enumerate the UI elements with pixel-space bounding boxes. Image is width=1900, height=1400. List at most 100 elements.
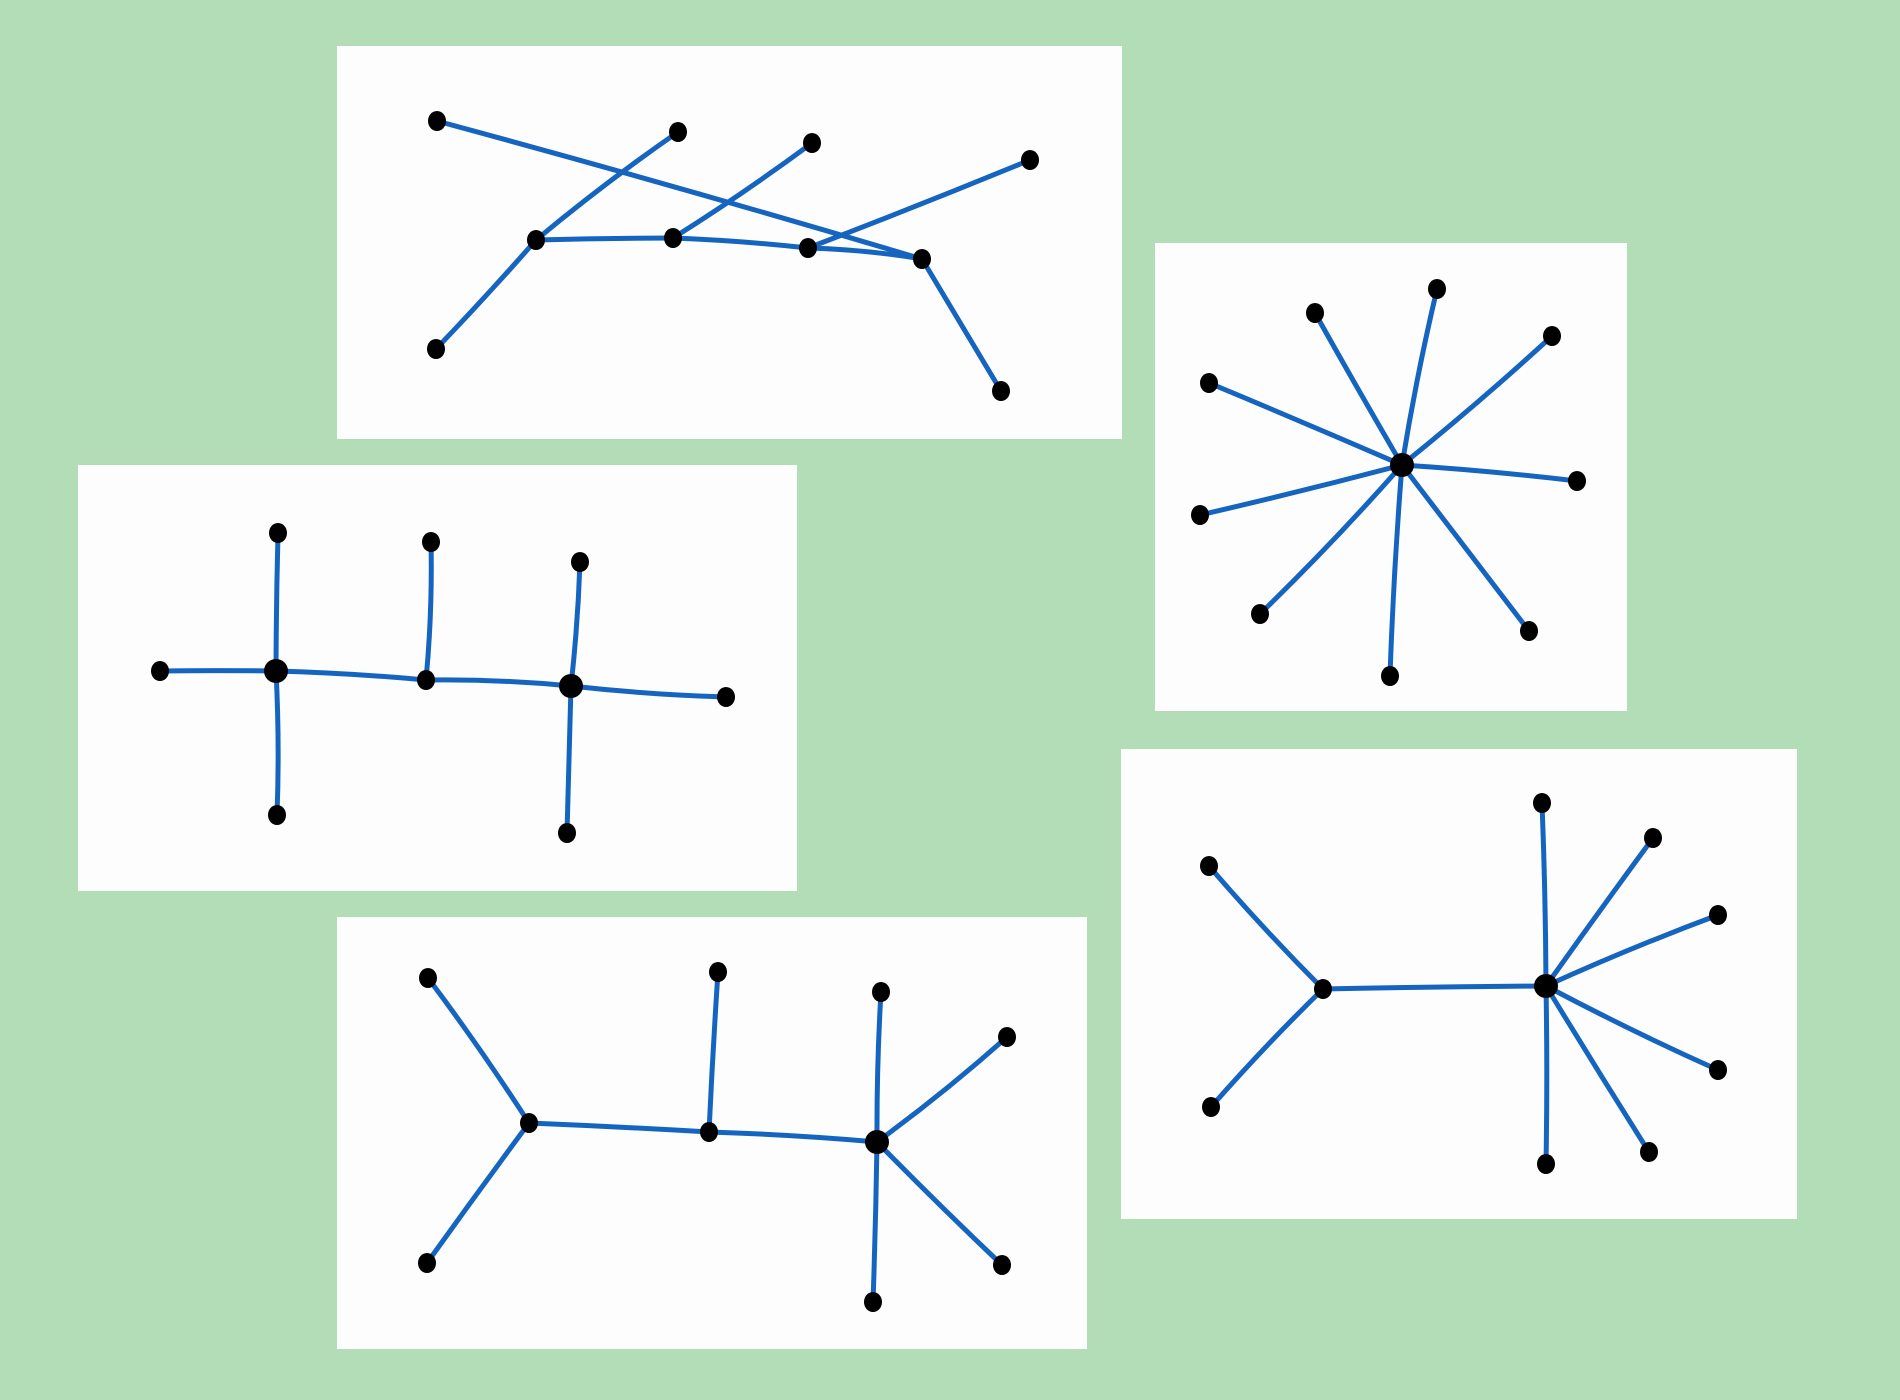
edge-0-3 (425, 975, 532, 1126)
edge-0-1 (526, 1120, 712, 1135)
edge-1-5 (273, 530, 281, 674)
graph-card-broom (1121, 749, 1797, 1219)
edge-2-7 (423, 539, 434, 683)
vertex-8 (571, 552, 589, 572)
graph-broom (1200, 793, 1727, 1174)
vertex-0 (520, 1113, 538, 1133)
edge-2-7 (874, 1034, 1010, 1145)
vertex-8 (1021, 150, 1039, 170)
graph-double-comb (151, 523, 735, 843)
vertex-6 (1709, 905, 1727, 925)
graph-card-caterpillar-b (337, 917, 1087, 1349)
vertex-4 (717, 687, 735, 707)
edge-0-5 (1197, 462, 1405, 518)
vertex-5 (269, 523, 287, 543)
edge-0-1 (1320, 983, 1549, 992)
edge-1-5 (1543, 835, 1656, 989)
vertex-0 (1390, 453, 1414, 477)
edge-1-2 (706, 1129, 880, 1145)
edge-3-9 (564, 683, 574, 836)
vertex-5 (427, 339, 445, 359)
edge-0-1 (1312, 310, 1405, 468)
vertex-6 (872, 982, 890, 1002)
vertex-7 (1709, 1060, 1727, 1080)
edge-1-7 (1543, 983, 1721, 1073)
vertex-1 (264, 659, 288, 683)
edge-1-9 (1543, 983, 1550, 1167)
edge-1-6 (1543, 912, 1721, 989)
edge-0-5 (433, 237, 539, 352)
vertex-1 (664, 228, 682, 248)
graph-card-star (1155, 243, 1627, 711)
vertex-4 (428, 111, 446, 131)
vertex-9 (1568, 471, 1586, 491)
edge-2-9 (870, 1139, 880, 1305)
edge-2-3 (423, 677, 574, 689)
vertex-8 (1640, 1142, 1658, 1162)
edge-3-4 (568, 683, 729, 700)
vertex-8 (993, 1255, 1011, 1275)
vertex-3 (419, 968, 437, 988)
edge-0-7 (1387, 462, 1405, 679)
graph-card-caterpillar-a (337, 46, 1122, 439)
vertex-1 (1534, 974, 1558, 998)
edge-0-4 (424, 1120, 532, 1266)
vertex-4 (1533, 793, 1551, 813)
vertex-4 (1200, 373, 1218, 393)
edge-0-9 (1399, 462, 1580, 484)
edge-2-8 (805, 157, 1033, 251)
vertex-9 (558, 823, 576, 843)
vertex-0 (151, 661, 169, 681)
vertex-8 (1520, 621, 1538, 641)
edge-0-2 (1399, 286, 1440, 468)
vertex-3 (913, 249, 931, 269)
vertex-3 (1543, 326, 1561, 346)
vertex-9 (1537, 1154, 1555, 1174)
edge-1-4 (1539, 800, 1549, 989)
edge-0-8 (1399, 462, 1532, 634)
vertex-2 (865, 1130, 889, 1154)
edge-1-6 (273, 668, 281, 818)
edge-3-8 (568, 559, 583, 689)
vertex-7 (803, 133, 821, 153)
edge-0-1 (533, 235, 676, 243)
edge-3-4 (434, 118, 925, 262)
vertex-9 (992, 381, 1010, 401)
vertex-7 (1381, 666, 1399, 686)
edge-0-6 (533, 129, 681, 243)
vertex-3 (559, 674, 583, 698)
graph-caterpillar-b (418, 962, 1016, 1312)
vertex-2 (417, 670, 435, 690)
vertex-4 (418, 1253, 436, 1273)
vertex-5 (1644, 828, 1662, 848)
edge-2-8 (874, 1139, 1005, 1268)
vertex-2 (1428, 279, 1446, 299)
graph-caterpillar-a (427, 111, 1039, 401)
edge-2-6 (874, 989, 884, 1145)
edge-0-4 (1206, 380, 1405, 468)
vertex-6 (669, 122, 687, 142)
vertex-3 (1202, 1097, 1220, 1117)
edge-1-2 (273, 668, 429, 683)
graph-card-double-comb (78, 465, 797, 891)
edge-0-2 (1206, 863, 1326, 992)
edge-1-2 (670, 235, 811, 251)
edge-3-9 (919, 256, 1004, 394)
vertex-2 (1200, 856, 1218, 876)
edge-0-3 (1399, 333, 1555, 468)
vertex-9 (864, 1292, 882, 1312)
vertex-5 (709, 962, 727, 982)
edge-1-5 (706, 969, 721, 1135)
vertex-2 (799, 238, 817, 258)
vertex-6 (268, 805, 286, 825)
vertex-7 (422, 532, 440, 552)
vertex-0 (1314, 979, 1332, 999)
vertex-1 (1306, 303, 1324, 323)
vertex-7 (998, 1027, 1016, 1047)
edge-0-6 (1257, 462, 1405, 617)
edge-0-3 (1208, 986, 1326, 1110)
vertex-1 (700, 1122, 718, 1142)
vertex-6 (1251, 604, 1269, 624)
edge-1-8 (1543, 983, 1652, 1155)
edge-1-7 (670, 140, 815, 241)
